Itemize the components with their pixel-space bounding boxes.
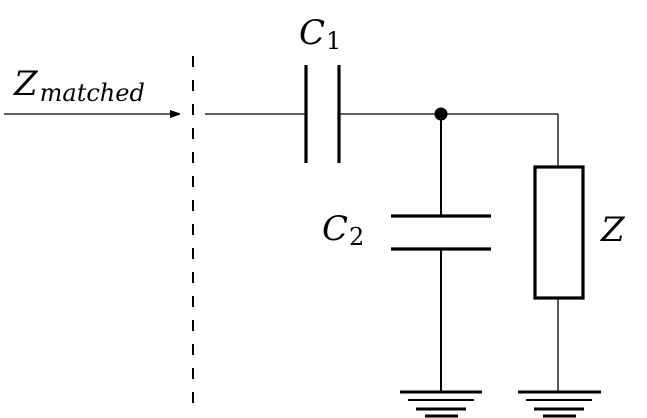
load-impedance-label: Z (600, 210, 626, 250)
c1-subscript: 1 (326, 27, 341, 55)
input-impedance-subscript: matched (40, 79, 145, 107)
ground-symbol-c2 (400, 390, 482, 418)
c1-label: C1 (299, 13, 341, 55)
input-impedance-label: Zmatched (13, 64, 145, 107)
load-impedance-z (533, 165, 585, 300)
capacitor-c2 (391, 214, 491, 251)
c2-subscript: 2 (349, 223, 364, 251)
ground-symbol-load (518, 390, 601, 418)
capacitor-c1 (304, 65, 341, 163)
c2-label: C2 (322, 209, 364, 251)
